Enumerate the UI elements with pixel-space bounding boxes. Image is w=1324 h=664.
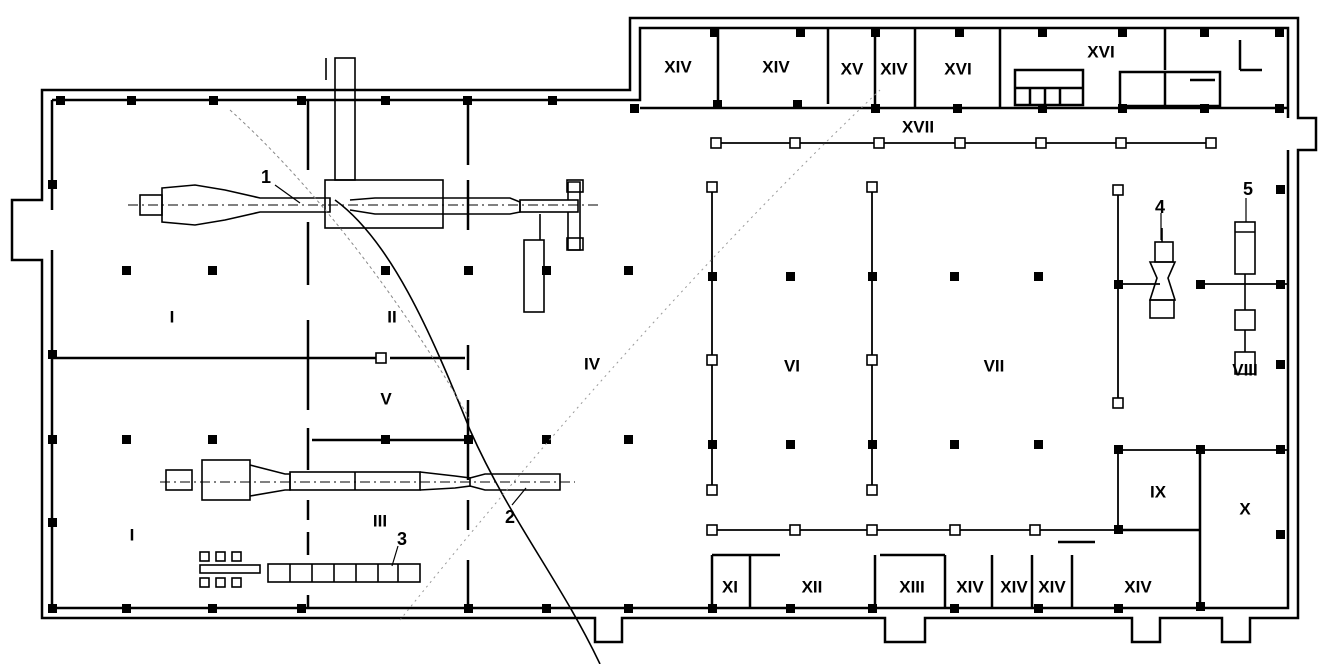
equipment-1-line <box>128 57 600 313</box>
room-label-IV: IV <box>584 354 601 373</box>
room-label-XVII: XVII <box>902 117 934 136</box>
room-label-XIV-t2: XIV <box>762 57 790 76</box>
room-label-XIV-b4: XIV <box>1124 577 1152 596</box>
equipment-2-line <box>160 459 575 501</box>
equipment-number-5: 5 <box>1243 179 1253 199</box>
room-label-VII: VII <box>984 356 1005 375</box>
interior-partitions <box>52 100 470 608</box>
room-label-XIII: XIII <box>899 577 925 596</box>
room-label-I-upper: I <box>170 307 175 326</box>
room-label-I-lower: I <box>130 525 135 544</box>
room-label-XIV-b2: XIV <box>1000 577 1028 596</box>
equipment-number-1: 1 <box>261 167 271 187</box>
room-label-XVI-1: XVI <box>944 59 971 78</box>
equipment-number-4: 4 <box>1155 197 1165 217</box>
upper-rooms-walls <box>640 28 1288 110</box>
equipment-3-conveyor <box>199 551 421 588</box>
room-label-III: III <box>373 511 387 530</box>
equipment-4-unit <box>1148 228 1177 319</box>
hollow-columns <box>375 137 1217 536</box>
room-label-XIV-b1: XIV <box>956 577 984 596</box>
room-label-XI: XI <box>722 577 738 596</box>
room-label-X: X <box>1239 499 1251 518</box>
room-label-XIV-t1: XIV <box>664 57 692 76</box>
equipment-number-3: 3 <box>397 529 407 549</box>
room-labels: I II V I III IV VI VII VIII IX X XI XII … <box>130 42 1258 596</box>
room-label-II: II <box>387 307 396 326</box>
structural-columns <box>48 28 1285 613</box>
room-label-VI: VI <box>784 356 800 375</box>
equipment-number-2: 2 <box>505 507 515 527</box>
lower-rooms-walls <box>710 450 1202 608</box>
room-label-XII: XII <box>802 577 823 596</box>
room-label-XIV-t3: XIV <box>880 59 908 78</box>
equipment-5-unit <box>1234 221 1256 375</box>
room-label-VIII: VIII <box>1232 360 1258 379</box>
exterior-walls <box>10 16 1318 644</box>
room-label-XVI-2: XVI <box>1087 42 1114 61</box>
room-label-XIV-b3: XIV <box>1038 577 1066 596</box>
room-label-XV: XV <box>841 59 864 78</box>
equipment-numbers: 1 2 3 4 5 <box>261 167 1253 549</box>
room-label-V: V <box>380 389 392 408</box>
room-label-IX: IX <box>1150 482 1167 501</box>
section-lines <box>229 89 1247 664</box>
